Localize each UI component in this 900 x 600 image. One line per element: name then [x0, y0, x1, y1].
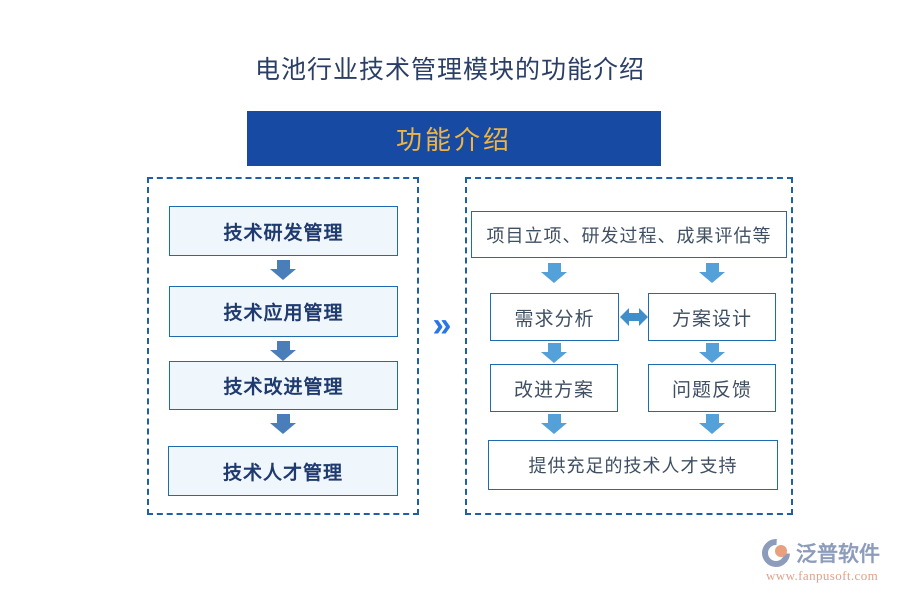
watermark-url-text: www.fanpusoft.com	[766, 568, 879, 583]
section-banner-label: 功能介绍	[395, 126, 512, 155]
right-node-improvement-plan[interactable]: 改进方案	[490, 364, 618, 412]
arrow-down-icon-right-4	[699, 343, 725, 363]
arrow-down-icon-right-3	[541, 343, 567, 363]
page-title: 电池行业技术管理模块的功能介绍	[254, 57, 645, 84]
arrow-down-icon-left-1	[270, 260, 296, 280]
right-node-bottom[interactable]: 提供充足的技术人才支持	[488, 440, 778, 490]
left-node-4[interactable]: 技术人才管理	[168, 446, 398, 496]
right-node-top[interactable]: 项目立项、研发过程、成果评估等	[471, 211, 787, 258]
arrow-down-icon-right-1	[541, 263, 567, 283]
right-node-solution-design[interactable]: 方案设计	[648, 293, 776, 341]
right-panel	[465, 177, 793, 515]
watermark-logo: 泛普软件 www.fanpusoft.com	[756, 533, 892, 590]
watermark-brand-row: 泛普软件	[756, 533, 892, 573]
left-node-3[interactable]: 技术改进管理	[169, 361, 398, 410]
left-node-2[interactable]: 技术应用管理	[169, 286, 398, 337]
arrow-down-icon-right-6	[699, 414, 725, 434]
left-node-1[interactable]: 技术研发管理	[169, 206, 398, 256]
arrow-down-icon-right-2	[699, 263, 725, 283]
arrow-down-icon-left-3	[270, 414, 296, 434]
watermark-brand-text: 泛普软件	[796, 543, 880, 566]
arrow-down-icon-right-5	[541, 414, 567, 434]
arrow-bidirectional-icon	[620, 305, 648, 329]
right-node-requirement-analysis[interactable]: 需求分析	[490, 293, 619, 341]
arrow-down-icon-left-2	[270, 341, 296, 361]
section-banner: 功能介绍	[247, 111, 661, 166]
chevron-right-icon: »	[432, 306, 452, 344]
right-node-issue-feedback[interactable]: 问题反馈	[648, 364, 776, 412]
left-panel	[147, 177, 419, 515]
fanpu-logo-icon	[756, 533, 796, 573]
